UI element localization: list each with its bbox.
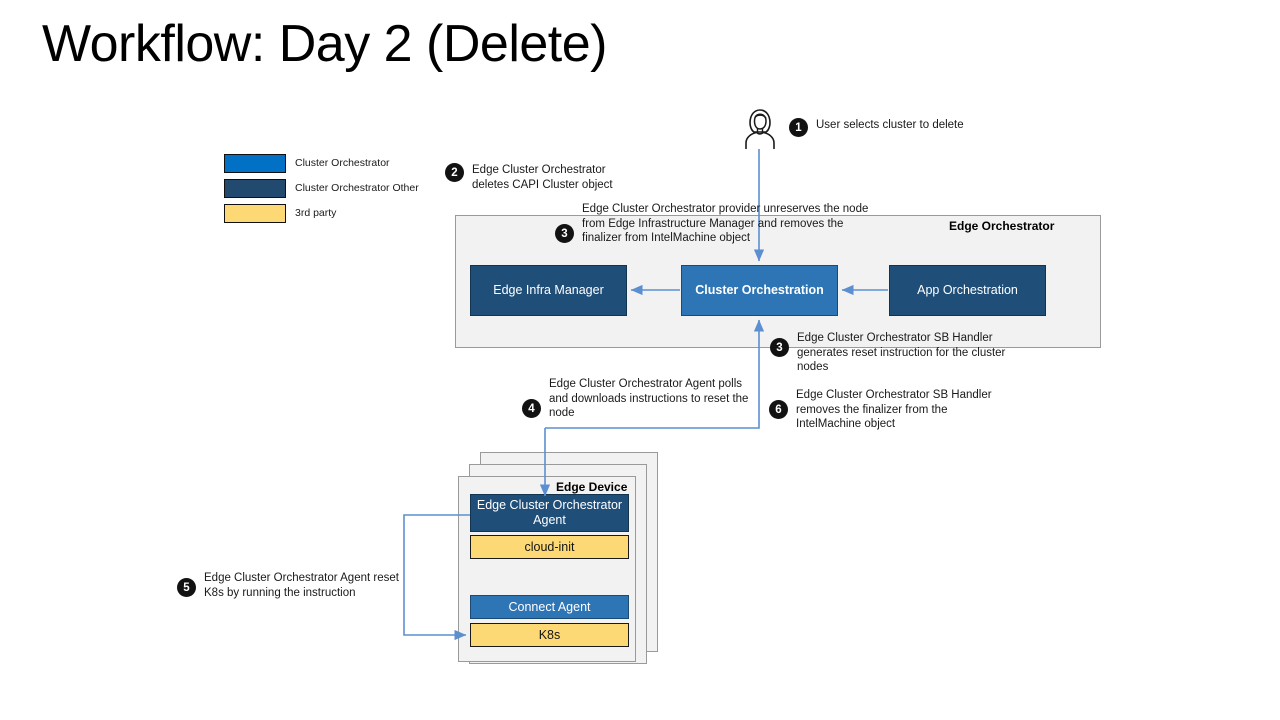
callout-4-badge: 4 <box>522 399 541 418</box>
callout-3-sb-handler: 3 Edge Cluster Orchestrator SB Handler g… <box>770 331 1025 375</box>
legend-label-3rd-party: 3rd party <box>295 207 337 219</box>
node-connect-agent[interactable]: Connect Agent <box>470 595 629 619</box>
callout-1: 1 User selects cluster to delete <box>789 118 1019 137</box>
callout-6-badge: 6 <box>769 400 788 419</box>
legend-label-cluster-orchestrator-other: Cluster Orchestrator Other <box>295 182 419 194</box>
edge-orchestrator-panel-title: Edge Orchestrator <box>949 219 1055 233</box>
callout-3b-badge: 3 <box>770 338 789 357</box>
node-edge-infra-manager[interactable]: Edge Infra Manager <box>470 265 627 316</box>
node-edge-cluster-orchestrator-agent[interactable]: Edge Cluster Orchestrator Agent <box>470 494 629 532</box>
legend-item-3rd-party: 3rd party <box>224 202 419 224</box>
callout-6-text: Edge Cluster Orchestrator SB Handler rem… <box>796 389 992 431</box>
legend-swatch-cluster-orchestrator <box>224 153 286 173</box>
legend-item-cluster-orchestrator: Cluster Orchestrator <box>224 152 419 174</box>
callout-6: 6 Edge Cluster Orchestrator SB Handler r… <box>769 388 1001 432</box>
callout-2: 2 Edge Cluster Orchestrator deletes CAPI… <box>445 163 641 192</box>
user-person-icon <box>738 107 782 149</box>
callout-1-badge: 1 <box>789 118 808 137</box>
callout-3b-text: Edge Cluster Orchestrator SB Handler gen… <box>797 332 1006 374</box>
callout-3-text: Edge Cluster Orchestrator provider unres… <box>582 203 869 245</box>
callout-3-badge: 3 <box>555 224 574 243</box>
node-cluster-orchestration[interactable]: Cluster Orchestration <box>681 265 838 316</box>
legend-label-cluster-orchestrator: Cluster Orchestrator <box>295 157 390 169</box>
edge-device-title: Edge Device <box>556 480 628 494</box>
callout-3-provider-unreserves: 3 Edge Cluster Orchestrator provider unr… <box>555 202 870 246</box>
callout-4-text: Edge Cluster Orchestrator Agent polls an… <box>549 378 749 420</box>
callout-5-badge: 5 <box>177 578 196 597</box>
legend: Cluster Orchestrator Cluster Orchestrato… <box>224 152 419 227</box>
callout-2-badge: 2 <box>445 163 464 182</box>
callout-5: 5 Edge Cluster Orchestrator Agent reset … <box>177 571 405 600</box>
page-title: Workflow: Day 2 (Delete) <box>42 15 607 73</box>
legend-item-cluster-orchestrator-other: Cluster Orchestrator Other <box>224 177 419 199</box>
callout-1-text: User selects cluster to delete <box>816 119 964 131</box>
node-k8s[interactable]: K8s <box>470 623 629 647</box>
callout-5-text: Edge Cluster Orchestrator Agent reset K8… <box>204 572 399 599</box>
legend-swatch-3rd-party <box>224 203 286 223</box>
node-app-orchestration[interactable]: App Orchestration <box>889 265 1046 316</box>
legend-swatch-cluster-orchestrator-other <box>224 178 286 198</box>
callout-2-text: Edge Cluster Orchestrator deletes CAPI C… <box>472 164 613 191</box>
callout-4: 4 Edge Cluster Orchestrator Agent polls … <box>522 377 750 421</box>
node-cloud-init[interactable]: cloud-init <box>470 535 629 559</box>
